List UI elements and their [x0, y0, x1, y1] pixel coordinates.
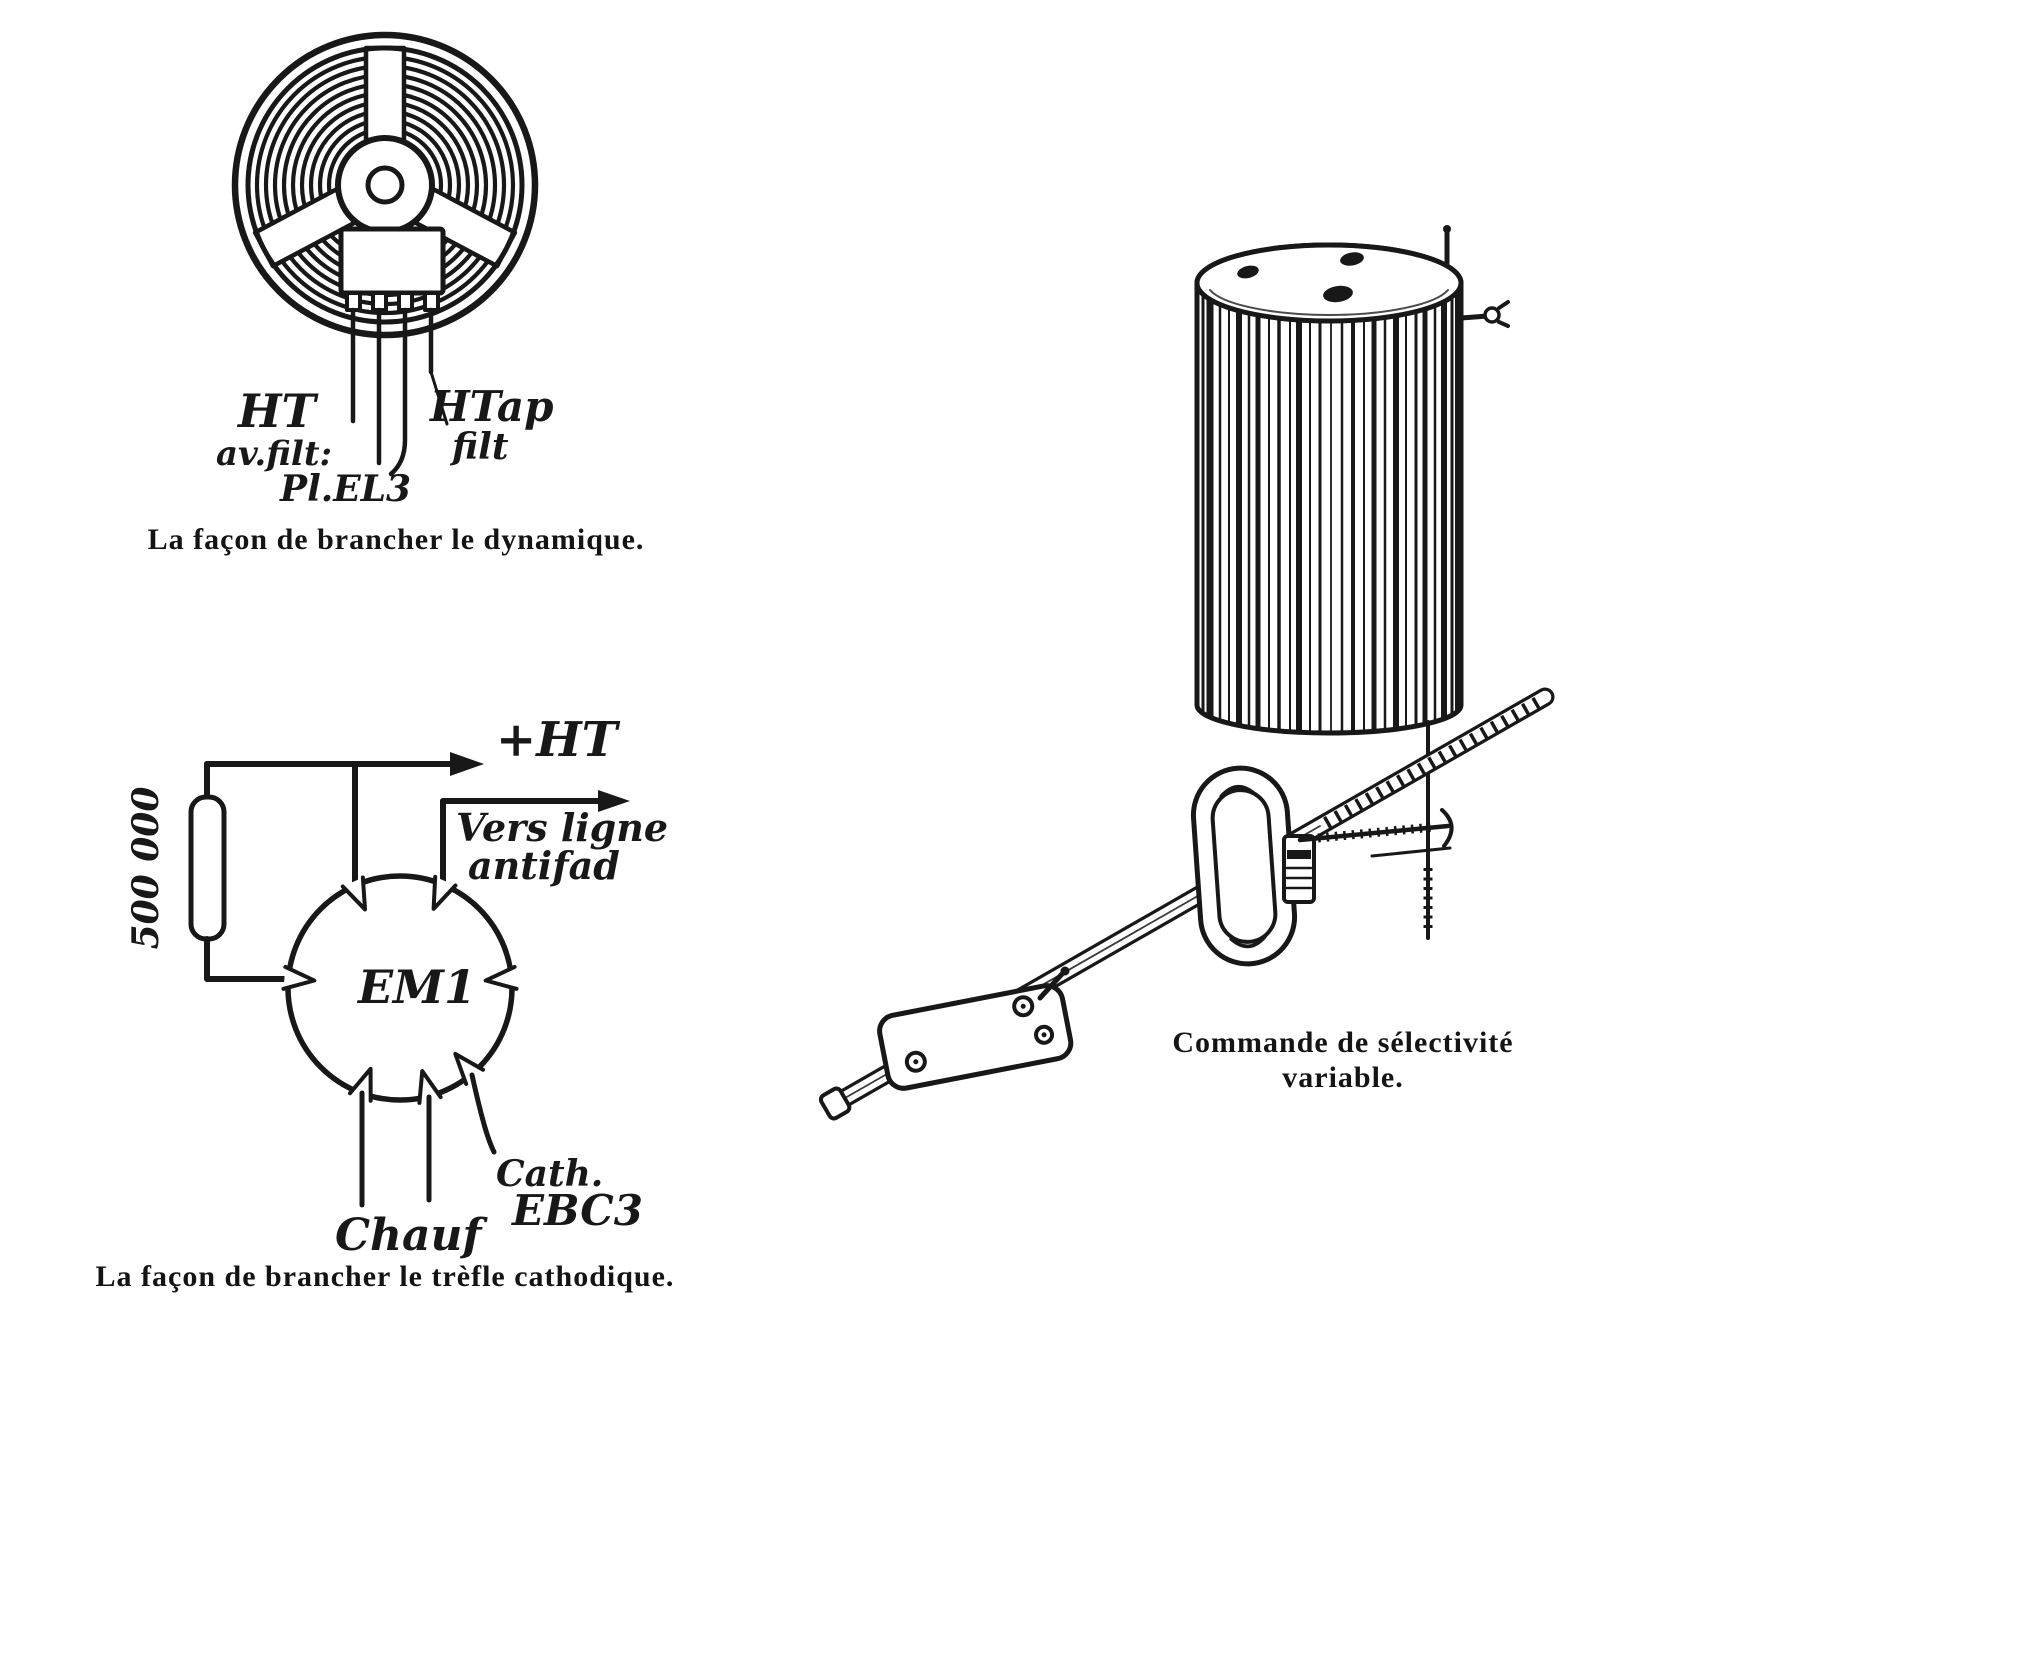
- plus-ht-arrowhead: [450, 752, 484, 776]
- antifad-wire: [440, 798, 601, 888]
- adjusting-screw: [1297, 808, 1454, 858]
- mounting-plate: [877, 983, 1074, 1091]
- speaker-spokes: [252, 45, 518, 269]
- label-filt: filt: [449, 426, 509, 468]
- antifad-arrowhead: [598, 790, 630, 812]
- label-cath: Cath.: [496, 1153, 603, 1195]
- speaker-hub: [335, 135, 435, 235]
- lid-pin: [1443, 225, 1451, 266]
- yoke-bracket: [1190, 765, 1298, 967]
- label-chauf: Chauf: [335, 1210, 489, 1260]
- lid-holes: [1237, 252, 1364, 303]
- resistor-500k: [188, 761, 293, 982]
- label-tube-name: EM1: [356, 960, 476, 1014]
- cylinder-stripes: [1201, 252, 1459, 733]
- label-av-filt: av.filt:: [216, 434, 332, 474]
- label-ebc3: EBC3: [511, 1186, 643, 1235]
- cylinder-lid: [1194, 242, 1464, 324]
- magic-eye-caption: La façon de brancher le trèfle cathodiqu…: [95, 1260, 675, 1293]
- label-resistor-value: 500 000: [125, 787, 167, 950]
- selectivity-caption-line1: Commande de sélectivité: [1172, 1026, 1514, 1059]
- label-ht-ap: HTap: [429, 382, 554, 431]
- side-screw: [1458, 300, 1510, 328]
- label-pl-el3: Pl.EL3: [279, 468, 411, 510]
- magic-eye-schematic: +HT Vers ligne antifad 500 000 EM1 Chauf…: [125, 712, 668, 1260]
- speaker-wires: [350, 307, 449, 477]
- shaft-component-block: [1282, 834, 1316, 904]
- speaker-drawing: HT av.filt: Pl.EL3 HTap filt: [216, 31, 554, 510]
- speaker-terminal-block: [338, 226, 446, 312]
- speaker-rim: [231, 31, 539, 339]
- heater-wires: [359, 1090, 432, 1208]
- label-vers-ligne: Vers ligne: [456, 805, 668, 850]
- label-antifad: antifad: [468, 843, 620, 888]
- plate-pin: [1037, 966, 1070, 1001]
- plus-ht-wire: [204, 761, 453, 889]
- if-can-cylinder: [1194, 225, 1510, 736]
- label-ht: HT: [236, 384, 319, 438]
- selectivity-caption-line2: variable.: [1282, 1060, 1404, 1094]
- label-plus-ht: +HT: [496, 712, 621, 768]
- selectivity-caption: Commande de sélectivité variable.: [1128, 1026, 1558, 1095]
- speaker-caption: La façon de brancher le dynamique.: [147, 523, 645, 556]
- cathode-wire: [469, 1072, 497, 1155]
- selectivity-drawing: [818, 225, 1555, 1121]
